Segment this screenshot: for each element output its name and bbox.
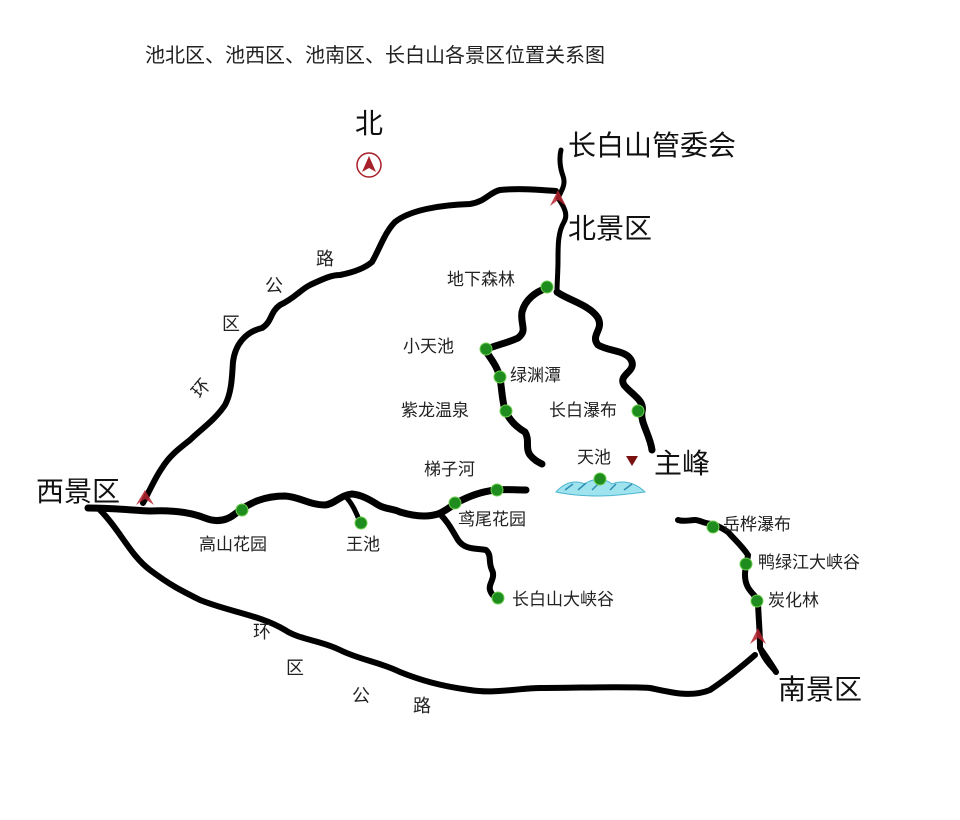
ring-road-char: 区 [286, 658, 304, 679]
spot-label-wangchi: 王池 [346, 535, 380, 555]
spot-dot-yuehua-pubu [706, 520, 720, 534]
north-arrow-icon [356, 152, 382, 178]
spot-label-grand-canyon: 长白山大峡谷 [512, 590, 614, 610]
spot-label-gaoshan-huayuan: 高山花园 [199, 535, 267, 555]
spot-dot-tianchi [593, 472, 607, 486]
ring-road-char: 区 [222, 314, 240, 335]
tianchi-lake-icon [555, 479, 647, 497]
west-gate-icon [136, 490, 154, 505]
ring-road-char: 环 [253, 622, 271, 643]
spot-dot-grand-canyon [491, 591, 505, 605]
region-management-label: 长白山管委会 [568, 129, 737, 162]
spot-label-zilong-wenquan: 紫龙温泉 [401, 401, 469, 421]
spot-label-dixia-senlin: 地下森林 [447, 270, 515, 290]
region-west-label: 西景区 [36, 475, 121, 508]
map-title: 池北区、池西区、池南区、长白山各景区位置关系图 [145, 43, 605, 67]
ring-road-char: 路 [413, 696, 431, 717]
spot-dot-tanhualin [750, 594, 764, 608]
road-south-gate-branch [757, 645, 779, 675]
main-peak-icon [626, 456, 638, 466]
spot-label-yuanwei-huayuan: 鸢尾花园 [458, 510, 526, 530]
spot-dot-gaoshan-huayuan [235, 503, 249, 517]
spot-dot-dixia-senlin [540, 280, 554, 294]
road-to-waterfall [553, 288, 656, 454]
spot-dot-xiao-tianchi [479, 342, 493, 356]
spot-dot-yalujiang [739, 557, 753, 571]
region-peak-label: 主峰 [654, 447, 711, 480]
spot-dot-tizihe [490, 483, 504, 497]
spot-label-tanhualin: 炭化林 [768, 591, 819, 611]
spot-dot-wangchi [354, 516, 368, 530]
spot-label-yuehua-pubu: 岳桦瀑布 [723, 515, 791, 535]
ring-road-north [140, 186, 559, 506]
spot-label-tianchi: 天池 [577, 448, 611, 468]
region-north-label: 北景区 [568, 212, 653, 245]
road-management-to-north [554, 147, 569, 295]
north-gate-icon [550, 190, 566, 206]
spot-dot-lvyuantan [493, 370, 507, 384]
spot-dot-yuanwei-huayuan [448, 496, 462, 510]
spot-label-tizihe: 梯子河 [424, 460, 475, 480]
ring-road-south [97, 507, 758, 697]
spot-dot-zilong-wenquan [499, 404, 513, 418]
spot-label-yalujiang: 鸭绿江大峡谷 [758, 553, 860, 573]
spot-dot-changbai-pubu [631, 404, 645, 418]
spot-label-xiao-tianchi: 小天池 [403, 337, 454, 357]
south-gate-icon [750, 628, 766, 644]
road-to-grand-canyon [437, 511, 501, 601]
ring-road-char: 公 [352, 686, 370, 707]
spot-label-lvyuantan: 绿渊潭 [510, 366, 561, 386]
ring-road-char: 路 [316, 249, 334, 270]
ring-road-char: 公 [265, 276, 283, 297]
compass-label: 北 [355, 107, 384, 140]
spot-label-changbai-pubu: 长白瀑布 [549, 401, 617, 421]
region-south-label: 南景区 [778, 673, 863, 706]
